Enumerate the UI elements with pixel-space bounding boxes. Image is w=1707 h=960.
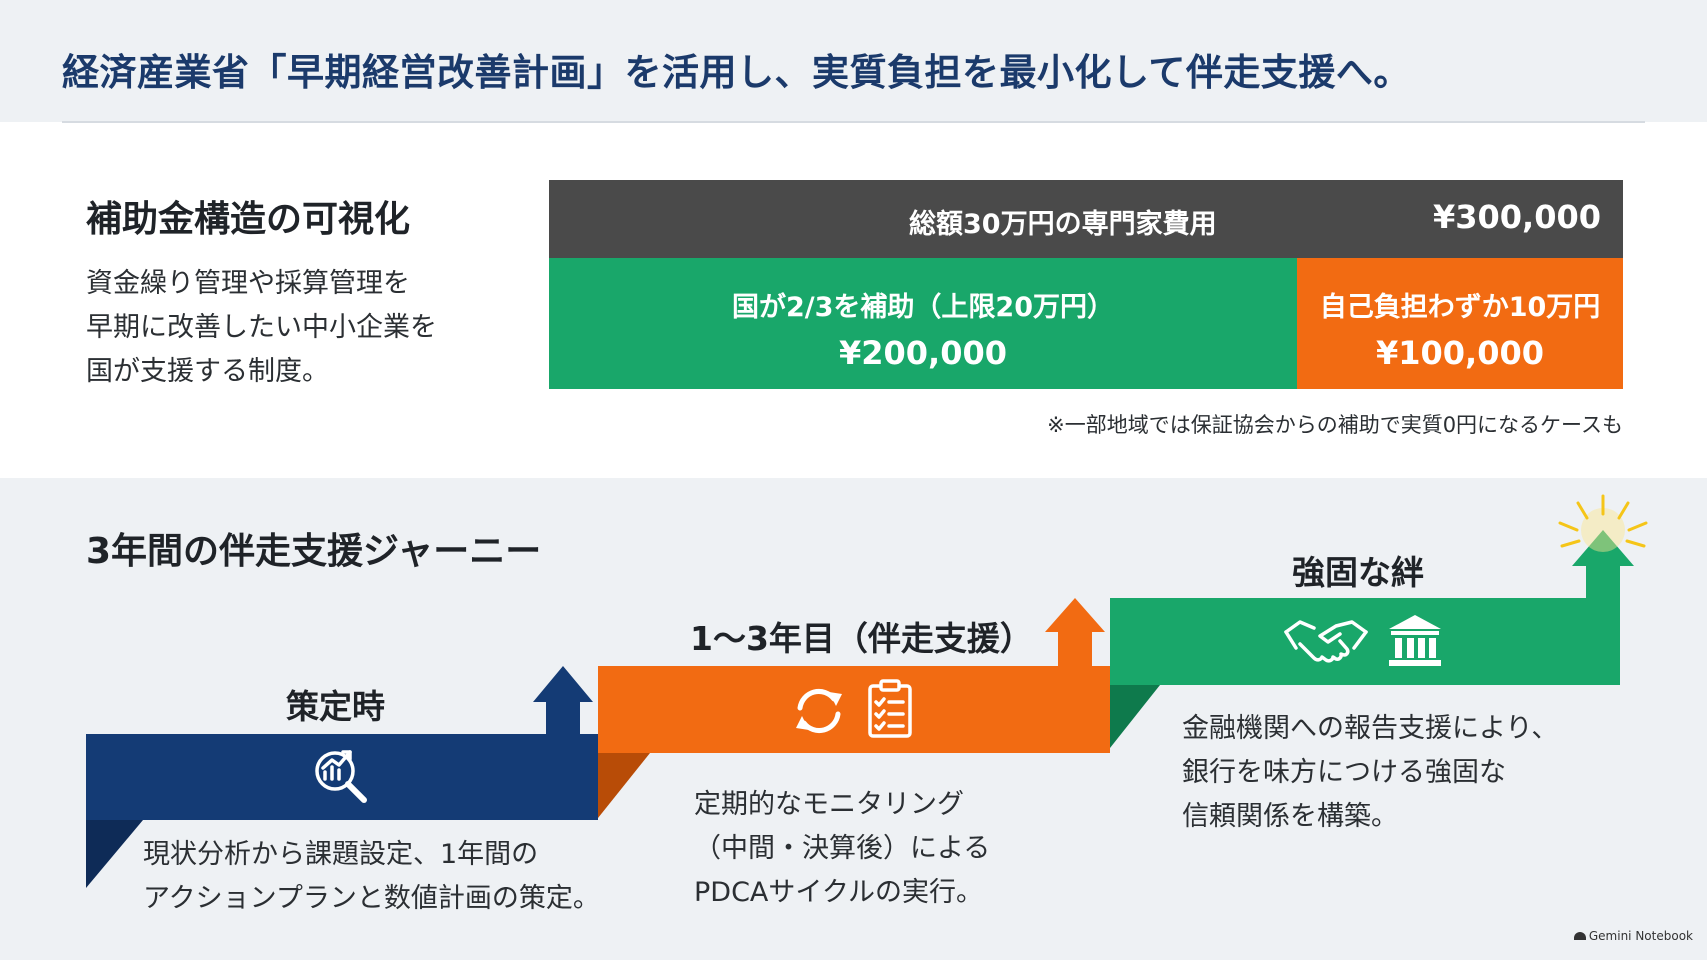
stage-2-description: 定期的なモニタリング （中間・決算後）による PDCAサイクルの実行。 [694,783,990,915]
logo-text: Gemini Notebook [1588,929,1693,943]
stage-3-title: 強固な絆 [1292,553,1424,592]
stage-3-description-line: 金融機関への報告支援により、 [1182,713,1559,744]
stage-1-description-line: 現状分析から課題設定、1年間の [143,839,539,870]
journey-heading: 3年間の伴走支援ジャーニー [86,531,542,572]
subsidy-description-line: 国が支援する制度。 [86,356,329,387]
stage-1-description-line: アクションプランと数値計画の策定。 [143,883,600,914]
subsidy-note: ※一部地域では保証協会からの補助で実質0円になるケースも [1047,413,1623,437]
self-pay-value: ¥100,000 [1375,334,1544,372]
stage-2-description-line: PDCAサイクルの実行。 [694,877,984,908]
subsidy-description-line: 早期に改善したい中小企業を [86,312,437,343]
stage-1-title: 策定時 [286,687,385,726]
self-pay-segment: 自己負担わずか10万円 ¥100,000 [1297,258,1623,389]
total-cost-bar: 総額30万円の専門家費用 ¥300,000 [549,180,1623,258]
stage-1-arrow-up [533,666,593,734]
government-subsidy-value: ¥200,000 [838,334,1007,372]
stage-3-fold [1110,685,1160,748]
header-band [0,0,1707,122]
subsidy-description-line: 資金繰り管理や採算管理を [86,268,410,299]
self-pay-label: 自己負担わずか10万円 [1319,292,1601,323]
stage-2-description-line: 定期的なモニタリング [694,789,964,820]
stage-1-description: 現状分析から課題設定、1年間の アクションプランと数値計画の策定。 [143,833,600,921]
stage-2-step [598,666,1110,753]
page-title: 経済産業省「早期経営改善計画」を活用し、実質負担を最小化して伴走支援へ。 [62,51,1411,94]
stage-2-title: 1～3年目（伴走支援） [690,619,1033,658]
stage-2-description-line: （中間・決算後）による [694,833,991,864]
total-cost-label: 総額30万円の専門家費用 [909,209,1217,240]
stage-2-arrow-up [1045,598,1105,666]
gemini-notebook-logo: Gemini Notebook [1573,929,1693,943]
sparkle-icon [1558,494,1648,552]
logo-mark-icon [1573,932,1586,940]
cycle-icon [796,688,842,734]
government-subsidy-segment: 国が2/3を補助（上限20万円） ¥200,000 [549,258,1297,389]
analysis-icon [315,750,367,803]
journey-staircase [86,494,1648,888]
stage-3-description: 金融機関への報告支援により、 銀行を味方につける強固な 信頼関係を構築。 [1182,707,1558,839]
header-divider [62,121,1645,123]
stage-1-fold [86,820,143,888]
stage-3-description-line: 銀行を味方につける強固な [1182,757,1506,788]
subsidy-heading: 補助金構造の可視化 [86,199,411,240]
stage-3-step [1110,598,1620,685]
bank-icon [1389,615,1441,666]
stage-3-description-line: 信頼関係を構築。 [1182,801,1398,832]
stage-1-step [86,734,598,820]
stage-2-fold [598,753,650,818]
government-subsidy-label: 国が2/3を補助（上限20万円） [731,292,1114,323]
handshake-icon [1284,620,1368,663]
stage-3-arrow-up [1572,530,1634,598]
total-cost-value: ¥300,000 [1432,198,1601,236]
subsidy-description: 資金繰り管理や採算管理を 早期に改善したい中小企業を 国が支援する制度。 [86,262,437,394]
checklist-icon [868,679,912,738]
